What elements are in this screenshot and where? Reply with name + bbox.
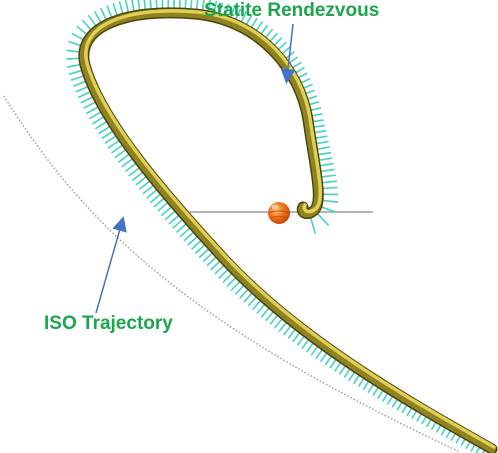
statite-rendezvous-arrow xyxy=(280,23,296,84)
iso-trajectory-arrow xyxy=(95,216,127,314)
thrust-vectors xyxy=(66,0,488,453)
statite-trajectory xyxy=(78,7,498,453)
sun-sphere xyxy=(267,202,291,224)
iso-trajectory-label: ISO Trajectory xyxy=(44,313,173,334)
statite-rendezvous-label: Statite Rendezvous xyxy=(204,0,380,21)
statite-tube-outline xyxy=(78,7,498,453)
statite-tube-highlight xyxy=(84,9,496,449)
iso-trajectory-path xyxy=(3,95,461,453)
